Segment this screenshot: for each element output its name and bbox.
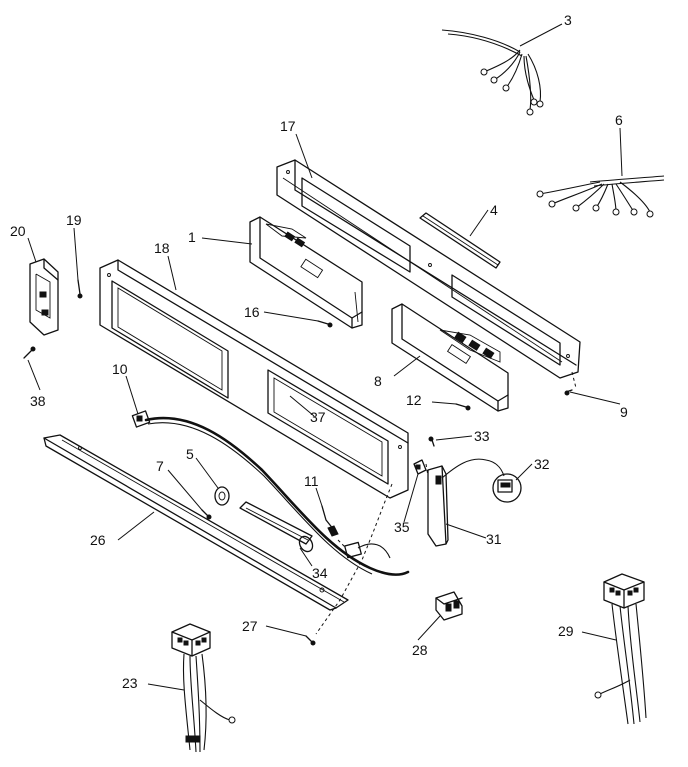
callout-11: 11 [304,473,319,489]
callout-32: 32 [534,456,550,472]
part-10-cable-assembly [131,410,410,576]
part-31-bracket [427,458,505,547]
callout-4: 4 [490,202,498,218]
callout-6: 6 [615,112,623,128]
callout-20: 20 [10,223,26,239]
callout-16: 16 [244,304,260,320]
part-16-screw [317,320,333,328]
leader-lines [27,23,623,691]
callout-18: 18 [154,240,170,256]
part-34-lamp [239,501,314,553]
assembly-guide-lines [315,463,429,635]
callout-1: 1 [188,229,196,245]
callout-35: 35 [394,519,410,535]
callout-12: 12 [406,392,422,408]
part-35-clip [413,459,427,475]
callout-10: 10 [112,361,128,377]
part-7-screw [201,509,212,520]
part-38-screw [23,346,36,359]
callout-9: 9 [620,404,628,420]
part-29-wire-harness [594,573,647,725]
callout-3: 3 [564,12,572,28]
part-4-trim-strip [419,212,501,269]
callout-8: 8 [374,373,382,389]
callout-17: 17 [280,118,296,134]
part-9-screw [564,371,577,396]
part-19-screw [77,279,83,299]
part-17-back-panel [276,159,581,379]
callout-5: 5 [186,446,194,462]
part-3-wire-harness [441,29,544,116]
part-18-front-panel [99,259,409,499]
part-32-switch [492,473,522,503]
part-20-bracket [29,258,59,336]
part-5-lamp-socket [214,486,230,506]
callout-23: 23 [122,675,138,691]
part-28-rocker-switch [435,591,463,621]
part-8-control-module [391,303,509,412]
callout-33: 33 [474,428,490,444]
part-23-wire-harness [171,623,236,753]
part-33-screw [428,436,435,447]
part-12-screw [455,403,471,411]
callout-26: 26 [90,532,106,548]
lamp-connector [344,541,391,559]
callout-34: 34 [312,565,328,581]
callout-37: 37 [310,409,326,425]
callout-labels: 3 6 17 4 1 18 19 20 16 38 8 12 9 10 37 3… [10,12,628,691]
part-26-bottom-trim [43,434,349,611]
part-27-screw [305,635,316,646]
callout-27: 27 [242,618,258,634]
callout-28: 28 [412,642,428,658]
part-6-wire-harness [536,175,665,218]
part-11-connector [321,505,347,549]
callout-7: 7 [156,458,164,474]
callout-19: 19 [66,212,82,228]
part-1-control-module [249,216,363,329]
callout-38: 38 [30,393,46,409]
callout-29: 29 [558,623,574,639]
callout-31: 31 [486,531,502,547]
